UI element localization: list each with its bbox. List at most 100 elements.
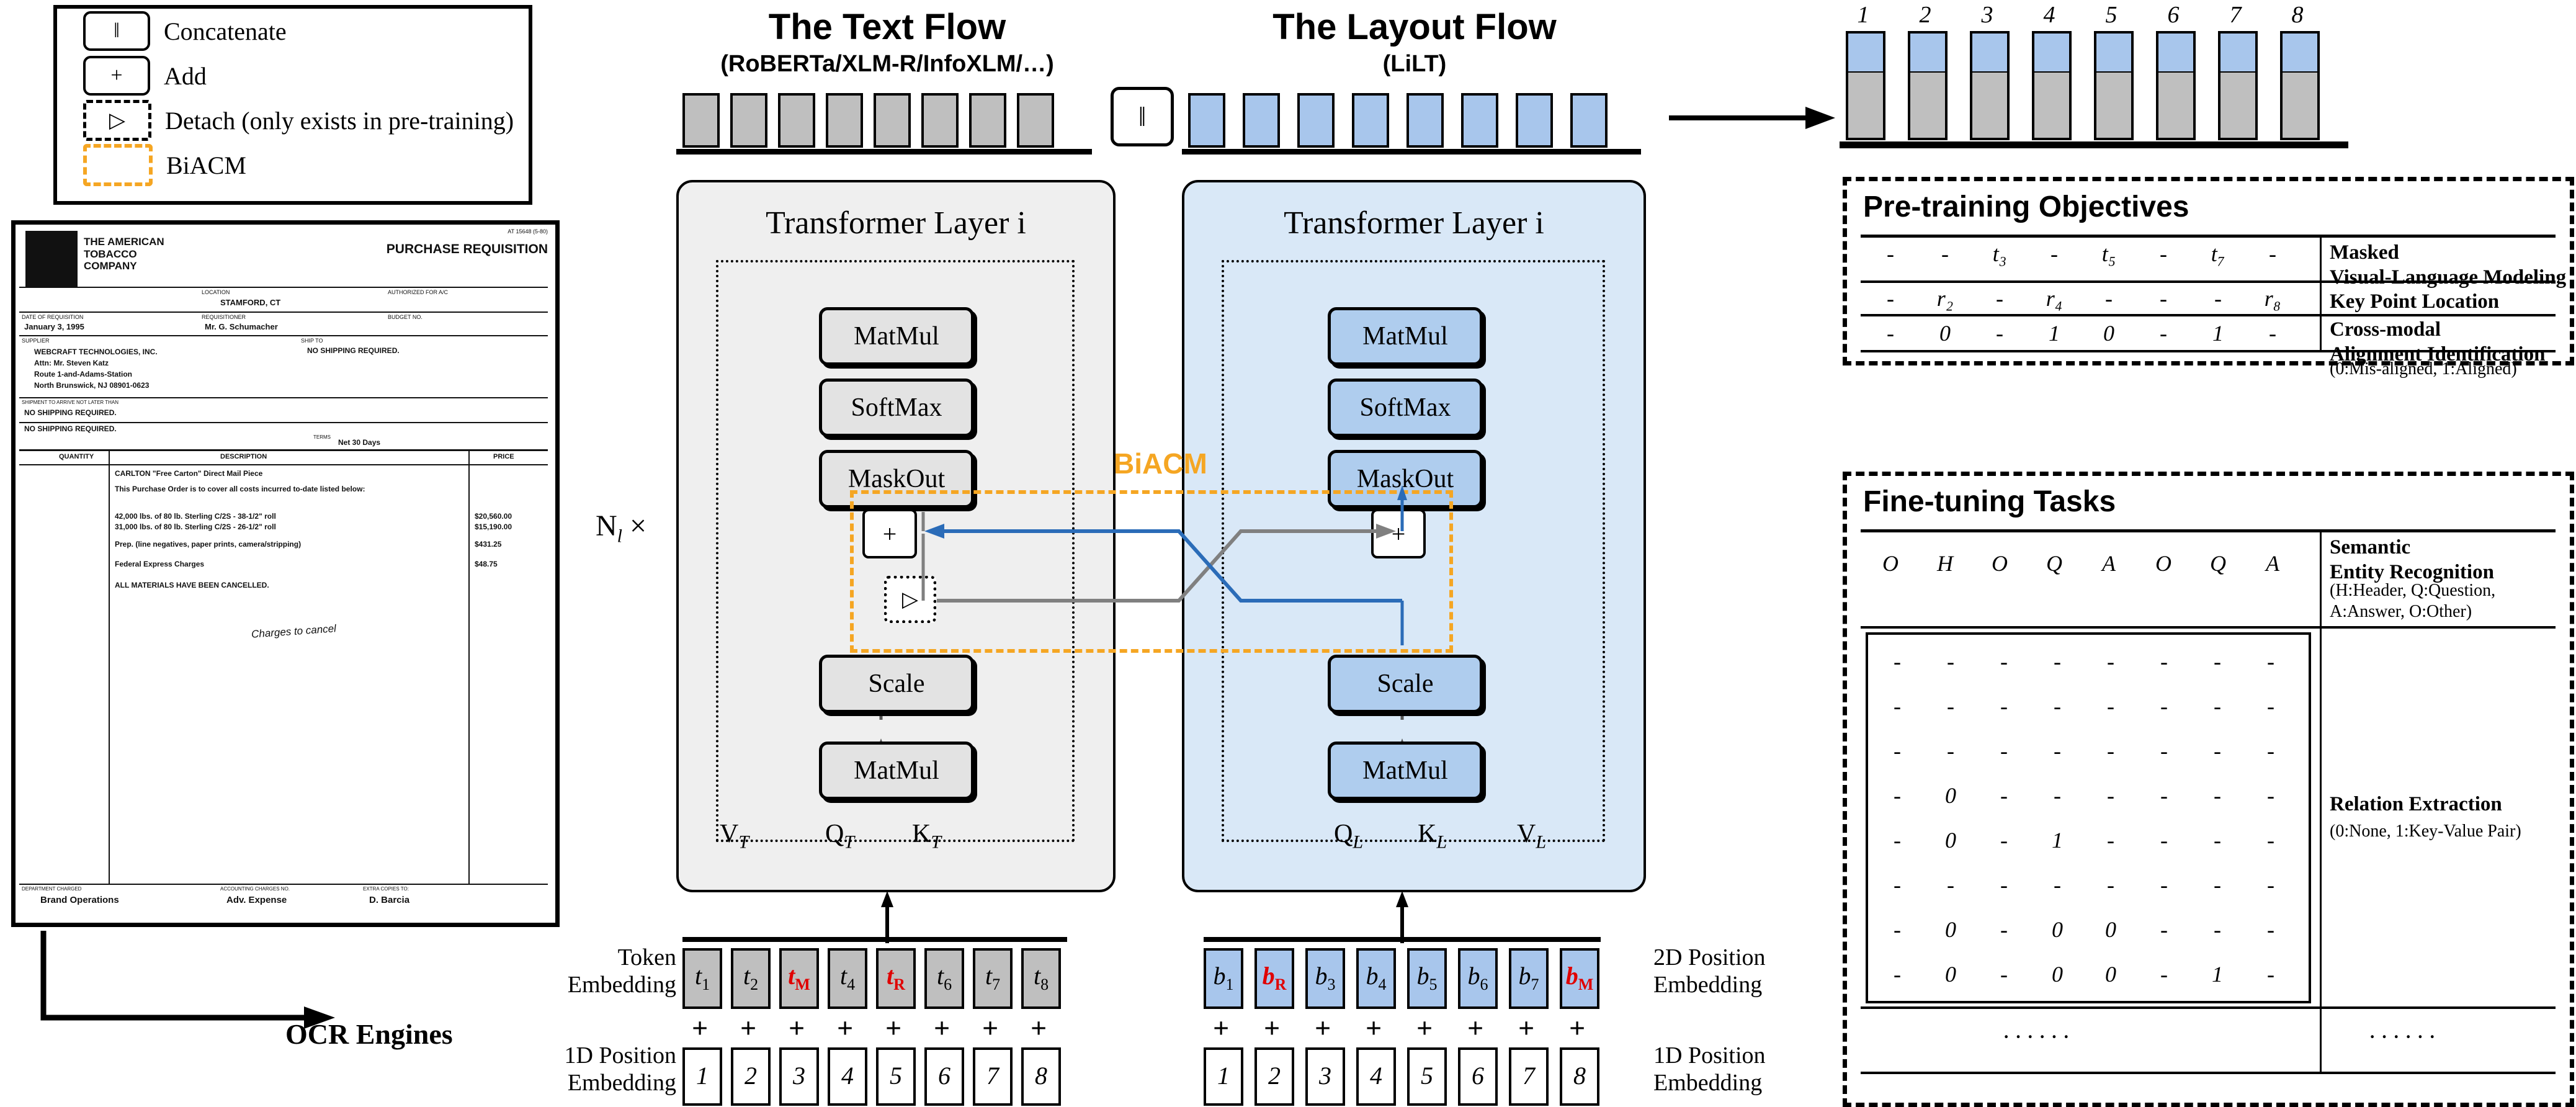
- pos1d-embedding-label-right: 1D Position Embedding: [1653, 1042, 1766, 1096]
- doc-row-2-desc: 42,000 lbs. of 80 lb. Sterling C/2S - 38…: [115, 512, 276, 532]
- text-token-label: tM: [788, 962, 810, 993]
- re-cell-r3-c6: -: [2160, 738, 2168, 763]
- doc-title: PURCHASE REQUISITION: [386, 242, 548, 256]
- text-position-label: 6: [938, 1062, 950, 1090]
- layout-op-matmul-bottom: MatMul: [1328, 742, 1483, 800]
- layout-position-1: 1: [1204, 1047, 1243, 1106]
- output-bar-index-7: 7: [2229, 2, 2242, 28]
- re-cell-r8-c4: 0: [2052, 962, 2063, 987]
- ser-cell-1: O: [1882, 551, 1898, 576]
- text-token-label: tR: [887, 962, 905, 993]
- re-cell-r3-c5: -: [2107, 738, 2114, 763]
- ocr-engines-label: OCR Engines: [285, 1018, 453, 1050]
- text-token-label: t6: [936, 962, 952, 993]
- output-bars-underline: [1840, 141, 2348, 148]
- text-token-4: t4: [828, 948, 867, 1009]
- re-cell-r8-c6: -: [2160, 962, 2168, 987]
- mvlm-cell-8: -: [2269, 241, 2276, 266]
- re-cell-r4-c4: -: [2054, 783, 2061, 808]
- kpl-cell-3: -: [1996, 286, 2003, 311]
- text-op-softmax: SoftMax: [819, 379, 974, 437]
- text-plus-7: +: [982, 1012, 999, 1044]
- mvlm-cell-6: -: [2160, 241, 2167, 266]
- layout-position-5: 5: [1407, 1047, 1447, 1106]
- output-bar-text-part-2: [1908, 71, 1948, 140]
- legend-label-concatenate: Concatenate: [164, 17, 287, 45]
- doc-row-3-desc: Prep. (line negatives, paper prints, cam…: [115, 540, 302, 549]
- text-position-2: 2: [731, 1047, 771, 1106]
- layout-token-8: bM: [1560, 948, 1599, 1009]
- layout-token-6: b6: [1458, 948, 1498, 1009]
- cmai-cell-3: -: [1996, 321, 2003, 346]
- ser-cell-3: O: [1992, 551, 2008, 576]
- layout-position-2: 2: [1254, 1047, 1294, 1106]
- re-cell-r8-c2: 0: [1945, 962, 1956, 987]
- layout-embedding-underline: [1204, 937, 1601, 942]
- kpl-name: Key Point Location: [2330, 290, 2500, 313]
- text-token-5: tR: [876, 948, 916, 1009]
- ser-cell-7: Q: [2210, 551, 2226, 576]
- legend-item-add: + Add: [83, 53, 529, 98]
- output-bar-text-part-8: [2280, 71, 2320, 140]
- re-cell-r7-c8: -: [2267, 917, 2274, 942]
- layout-position-7: 7: [1509, 1047, 1549, 1106]
- doc-row-1-desc: This Purchase Order is to cover all cost…: [115, 485, 365, 493]
- text-add-node: +: [862, 509, 917, 558]
- layout-plus-6: +: [1467, 1012, 1484, 1044]
- output-bar-index-1: 1: [1857, 2, 1869, 28]
- layout-position-label: 5: [1421, 1062, 1433, 1090]
- cmai-cell-7: 1: [2212, 321, 2224, 346]
- mvlm-cell-1: -: [1887, 241, 1894, 266]
- re-cell-r6-c1: -: [1894, 872, 1901, 897]
- layout-plus-4: +: [1366, 1012, 1382, 1044]
- doc-field-value-date: January 3, 1995: [24, 322, 84, 331]
- re-cell-r8-c8: -: [2267, 962, 2274, 987]
- pretraining-title: Pre-training Objectives: [1863, 190, 2189, 223]
- text-token-1: t1: [682, 948, 722, 1009]
- ser-name: Semantic Entity Recognition: [2330, 536, 2494, 583]
- layout-output-token: [1461, 93, 1498, 148]
- layout-output-token: [1352, 93, 1389, 148]
- layout-output-token: [1407, 93, 1444, 148]
- output-bar-layout-part-1: [1846, 31, 1885, 74]
- re-cell-r5-c4: 1: [2052, 828, 2063, 853]
- text-plus-1: +: [692, 1012, 709, 1044]
- text-token-label: t7: [985, 962, 1001, 993]
- doc-field-label-date: DATE OF REQUISITION: [22, 314, 84, 320]
- finetuning-title: Fine-tuning Tasks: [1863, 485, 2116, 518]
- repeat-times: ×: [630, 509, 647, 542]
- text-output-token: [874, 93, 911, 148]
- layout-token-label: b1: [1213, 962, 1234, 993]
- re-cell-r1-c3: -: [2000, 649, 2008, 674]
- cmai-name: Cross-modal Alignment Identification: [2330, 318, 2546, 365]
- re-cell-r6-c5: -: [2107, 872, 2114, 897]
- doc-extra-value: D. Barcia: [369, 895, 410, 905]
- re-cell-r3-c4: -: [2054, 738, 2061, 763]
- output-bar-text-part-4: [2032, 71, 2072, 140]
- text-token-label: t2: [743, 962, 759, 993]
- layout-output-token: [1570, 93, 1608, 148]
- mvlm-name: Masked Visual-Language Modeling: [2330, 241, 2567, 289]
- text-position-label: 2: [745, 1062, 757, 1090]
- kpl-cell-4: r₄: [2046, 286, 2063, 311]
- re-cell-r8-c5: 0: [2105, 962, 2116, 987]
- re-cell-r8-c7: 1: [2212, 962, 2223, 987]
- doc-noship-note: NO SHIPPING REQUIRED.: [24, 424, 117, 433]
- layout-plus-3: +: [1315, 1012, 1331, 1044]
- legend-item-detach: ▷ Detach (only exists in pre-training): [83, 98, 529, 143]
- doc-acct-value: Adv. Expense: [226, 895, 287, 905]
- text-position-6: 6: [924, 1047, 964, 1106]
- re-note: (0:None, 1:Key-Value Pair): [2330, 822, 2521, 841]
- doc-field-label-supplier: SUPPLIER: [22, 338, 50, 344]
- layout-op-scale: Scale: [1328, 655, 1483, 713]
- relation-matrix-box: -------------------------0-------0-1----…: [1866, 632, 2311, 1003]
- layout-flow-subtitle: (LiLT): [1382, 51, 1447, 77]
- detach-icon: ▷: [83, 100, 151, 141]
- re-cell-r4-c5: -: [2107, 783, 2114, 808]
- doc-logo: [25, 231, 78, 287]
- layout-plus-5: +: [1416, 1012, 1433, 1044]
- layout-token-label: b6: [1467, 962, 1488, 993]
- mvlm-cell-2: -: [1941, 241, 1949, 266]
- biacm-region: [850, 490, 1453, 653]
